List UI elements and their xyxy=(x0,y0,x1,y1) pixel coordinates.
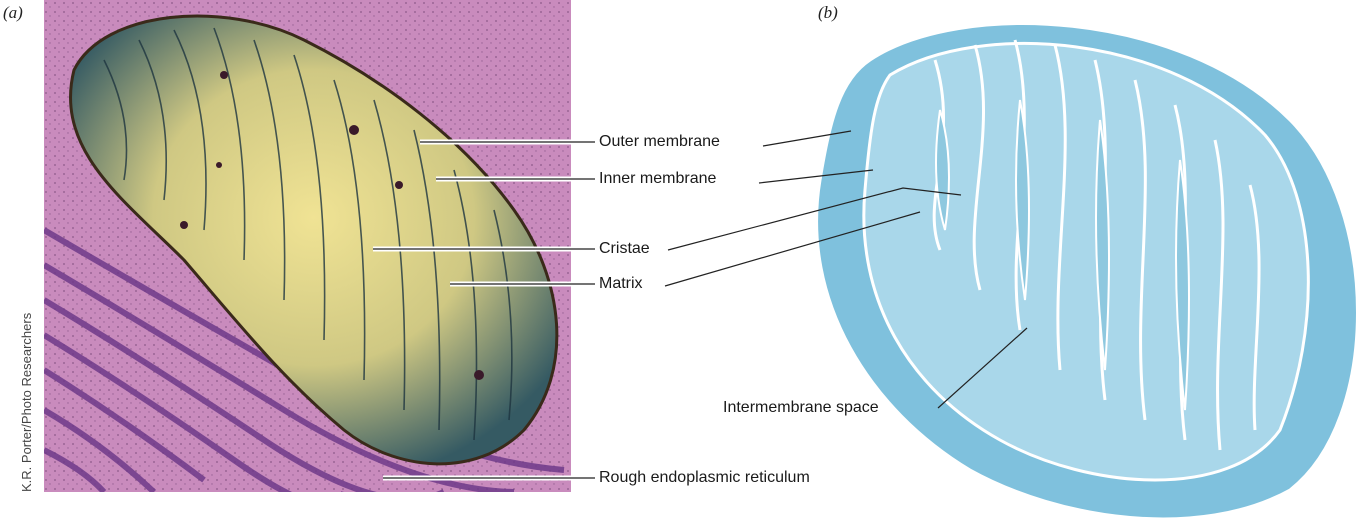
label-matrix: Matrix xyxy=(599,275,643,293)
label-intermembrane-space: Intermembrane space xyxy=(723,399,879,417)
label-outer-membrane-a: Outer membrane xyxy=(599,133,720,151)
label-rough-er: Rough endoplasmic reticulum xyxy=(599,469,810,487)
label-inner-membrane-a: Inner membrane xyxy=(599,170,716,188)
label-cristae: Cristae xyxy=(599,240,650,258)
